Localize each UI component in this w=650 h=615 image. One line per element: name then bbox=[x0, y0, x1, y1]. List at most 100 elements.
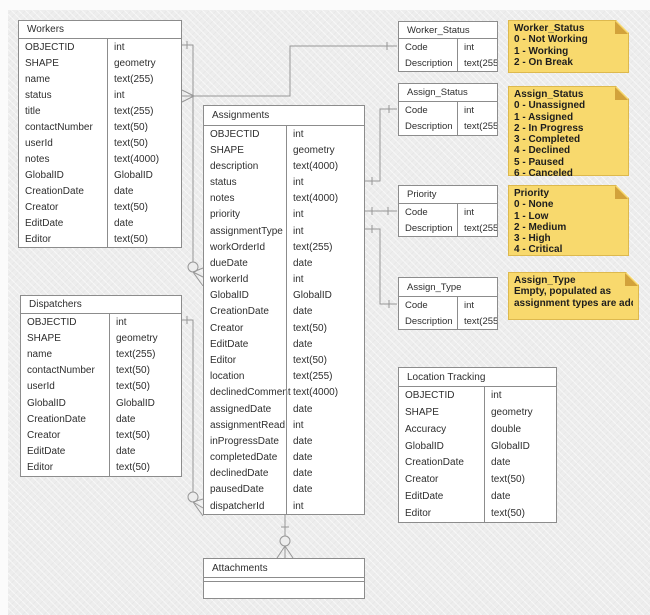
table-assignments[interactable]: Assignments OBJECTID int SHAPE geometry … bbox=[203, 105, 365, 515]
field-name: GlobalID bbox=[210, 290, 249, 302]
field-type: text(4000) bbox=[107, 151, 181, 167]
field-type: text(255) bbox=[107, 71, 181, 87]
field-name: Code bbox=[405, 206, 428, 218]
table-row: dispatcherId int bbox=[204, 497, 364, 515]
field-type: date bbox=[107, 215, 181, 231]
table-workers[interactable]: Workers OBJECTID int SHAPE geometry name… bbox=[18, 20, 182, 248]
field-type: int bbox=[457, 204, 497, 220]
field-type: text(50) bbox=[107, 135, 181, 151]
table-row: Creator text(50) bbox=[204, 320, 364, 337]
field-type: GlobalID bbox=[286, 287, 364, 304]
field-type: date bbox=[286, 433, 364, 450]
field-type: date bbox=[484, 454, 556, 472]
table-attachments[interactable]: Attachments bbox=[203, 558, 365, 599]
table-location-tracking[interactable]: Location Tracking OBJECTID int SHAPE geo… bbox=[398, 367, 557, 523]
field-name: name bbox=[27, 349, 53, 360]
connector-workers-assignments[interactable] bbox=[182, 41, 204, 287]
field-name: assignmentType bbox=[210, 225, 283, 237]
table-rows: Code int Description text(255) bbox=[399, 204, 497, 236]
table-row: priority int bbox=[204, 206, 364, 224]
field-name: userId bbox=[25, 137, 53, 149]
field-name: GlobalID bbox=[405, 440, 444, 452]
field-name: priority bbox=[210, 209, 241, 221]
table-title: Assign_Type bbox=[399, 278, 497, 297]
connector-assignments-assigntype[interactable] bbox=[365, 225, 397, 308]
field-type: int bbox=[286, 206, 364, 224]
field-name: OBJECTID bbox=[405, 389, 455, 401]
field-type: date bbox=[286, 465, 364, 482]
field-type: text(50) bbox=[484, 471, 556, 489]
field-name: Description bbox=[405, 315, 453, 327]
table-dispatchers[interactable]: Dispatchers OBJECTID int SHAPE geometry … bbox=[20, 295, 182, 477]
table-row: name text(255) bbox=[21, 346, 181, 363]
table-row: OBJECTID int bbox=[204, 126, 364, 143]
field-name: Creator bbox=[27, 430, 61, 442]
table-assign-type[interactable]: Assign_Type Code int Description text(25… bbox=[398, 277, 498, 330]
field-type: text(50) bbox=[109, 378, 181, 396]
table-worker-status[interactable]: Worker_Status Code int Description text(… bbox=[398, 21, 498, 72]
field-name: GlobalID bbox=[25, 169, 64, 181]
table-divider bbox=[204, 577, 364, 582]
field-name: Creator bbox=[210, 322, 244, 334]
table-assign-status[interactable]: Assign_Status Code int Description text(… bbox=[398, 83, 498, 136]
field-type: text(255) bbox=[457, 118, 497, 135]
field-name: SHAPE bbox=[405, 406, 439, 418]
table-row: userId text(50) bbox=[19, 135, 181, 151]
connector-dispatchers-assignments[interactable] bbox=[182, 316, 204, 517]
field-name: EditDate bbox=[210, 338, 249, 350]
field-type: text(255) bbox=[286, 239, 364, 256]
table-row: SHAPE geometry bbox=[21, 330, 181, 347]
field-type: date bbox=[109, 411, 181, 428]
table-row: CreationDate date bbox=[21, 411, 181, 428]
connector-assignments-assignstatus[interactable] bbox=[365, 105, 397, 185]
table-row: EditDate date bbox=[19, 215, 181, 231]
crow-foot-icon bbox=[181, 89, 195, 103]
field-type: text(50) bbox=[109, 459, 181, 477]
field-name: Description bbox=[405, 121, 453, 133]
table-row: Description text(255) bbox=[399, 55, 497, 71]
connector-assignments-attachments[interactable] bbox=[276, 515, 294, 559]
field-type: text(4000) bbox=[286, 190, 364, 207]
field-name: workerId bbox=[210, 274, 249, 286]
note-line: 3 - Completed bbox=[514, 134, 581, 146]
table-row: completedDate date bbox=[204, 449, 364, 466]
field-name: dueDate bbox=[210, 257, 248, 269]
connector-workers-workerstatus[interactable] bbox=[181, 42, 397, 103]
table-row: status int bbox=[19, 87, 181, 103]
field-name: description bbox=[210, 160, 259, 172]
table-row: assignedDate date bbox=[204, 400, 364, 418]
table-priority[interactable]: Priority Code int Description text(255) bbox=[398, 185, 498, 237]
table-rows: OBJECTID int SHAPE geometry name text(25… bbox=[21, 314, 181, 477]
field-name: status bbox=[25, 89, 52, 101]
table-row: EditDate date bbox=[204, 336, 364, 353]
field-name: Code bbox=[405, 104, 428, 116]
field-name: CreationDate bbox=[25, 185, 84, 197]
table-row: Code int bbox=[399, 297, 497, 313]
table-row: SHAPE geometry bbox=[19, 55, 181, 71]
table-row: OBJECTID int bbox=[19, 39, 181, 55]
field-type: text(4000) bbox=[286, 158, 364, 175]
table-row: pausedDate date bbox=[204, 481, 364, 498]
table-title: Worker_Status bbox=[399, 22, 497, 39]
field-name: workOrderId bbox=[210, 241, 266, 253]
table-empty-body bbox=[204, 582, 364, 598]
table-row: inProgressDate date bbox=[204, 433, 364, 450]
field-type: text(255) bbox=[109, 346, 181, 363]
field-type: int bbox=[109, 314, 181, 331]
table-rows: Code int Description text(255) bbox=[399, 102, 497, 135]
field-name: Description bbox=[405, 57, 453, 69]
field-type: date bbox=[286, 449, 364, 466]
table-row: Code int bbox=[399, 102, 497, 119]
field-name: status bbox=[210, 177, 237, 189]
table-row: name text(255) bbox=[19, 71, 181, 87]
field-name: contactNumber bbox=[27, 365, 95, 377]
connector-assignments-priority[interactable] bbox=[365, 207, 397, 215]
table-title: Workers bbox=[19, 21, 181, 39]
